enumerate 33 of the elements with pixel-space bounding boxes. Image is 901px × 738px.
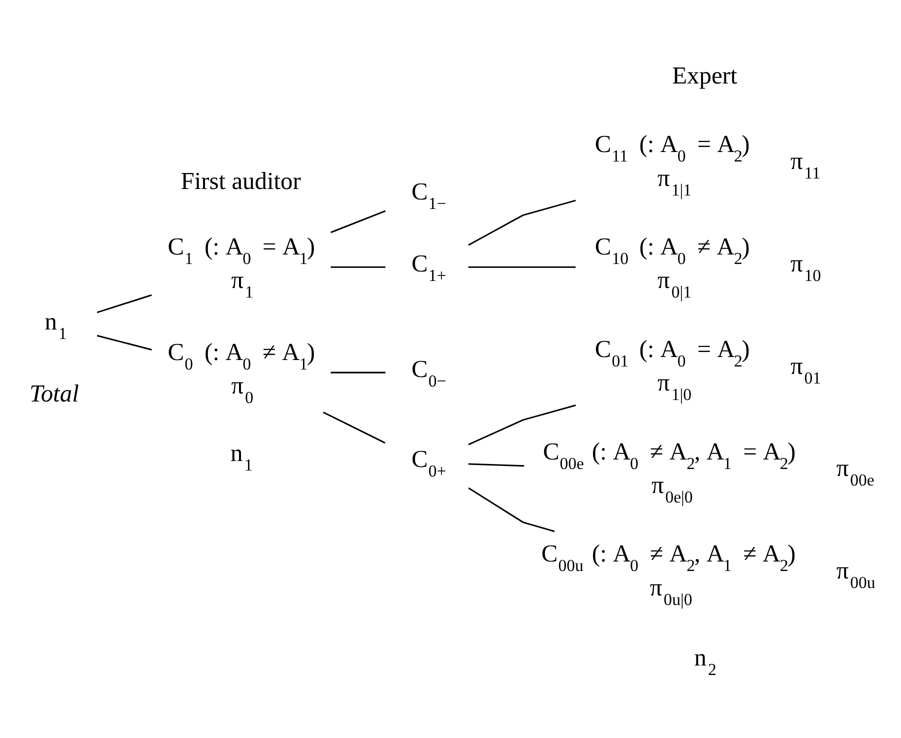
connector — [468, 462, 524, 466]
connector — [330, 371, 386, 373]
node-text: n$_{1}$ — [44, 308, 67, 342]
connector — [468, 486, 555, 532]
node-text: C$_{0−}$ — [412, 355, 446, 390]
label: First auditor — [180, 167, 301, 194]
node-text: C$_{0+}$ — [412, 445, 446, 480]
connector — [330, 210, 386, 233]
connector — [468, 199, 576, 246]
connector — [96, 294, 152, 313]
node-label: π$_{10}$ — [790, 250, 822, 284]
node-text: C$_{10}$ (: A$_{0}$ ≠ A$_{2}$) π$_{0|1}$ — [594, 233, 750, 302]
node-label: π$_{00e}$ — [836, 454, 874, 490]
node-label: π$_{00u}$ — [836, 557, 876, 592]
label: Expert — [672, 62, 738, 89]
label: n$_{2}$ — [694, 644, 716, 679]
label: Total — [29, 380, 79, 407]
node-text: C$_{1+}$ — [412, 250, 446, 284]
connector — [330, 266, 386, 268]
connector — [96, 334, 152, 350]
connector — [322, 411, 386, 444]
connector — [468, 266, 576, 268]
node-text: C$_{0}$ (: A$_{0}$ ≠ A$_{1}$) π$_{0}$ — [168, 338, 315, 407]
node-text: C$_{00e}$ (: A$_{0}$ ≠ A$_{2}$, A$_{1}$ = A$_{2}$) π$_{0e|0}$ — [542, 438, 796, 506]
node-text: C$_{1}$ (: A$_{0}$ = A$_{1}$) π$_{1}$ — [168, 233, 315, 302]
node-text: C$_{01}$ (: A$_{0}$ = A$_{2}$) π$_{1|0}$ — [594, 335, 750, 404]
node-text: C$_{1−}$ — [412, 178, 446, 213]
node-label: π$_{01}$ — [790, 352, 822, 387]
label: n$_{1}$ — [230, 439, 253, 474]
node-label: π$_{11}$ — [790, 148, 820, 182]
node-text: C$_{11}$ (: A$_{0}$ = A$_{2}$) π$_{1|1}$ — [594, 130, 750, 199]
connector — [468, 404, 576, 445]
node-text: C$_{00u}$ (: A$_{0}$ ≠ A$_{2}$, A$_{1}$ ≠ A$_{2}$) π$_{0u|0}$ — [541, 540, 796, 608]
